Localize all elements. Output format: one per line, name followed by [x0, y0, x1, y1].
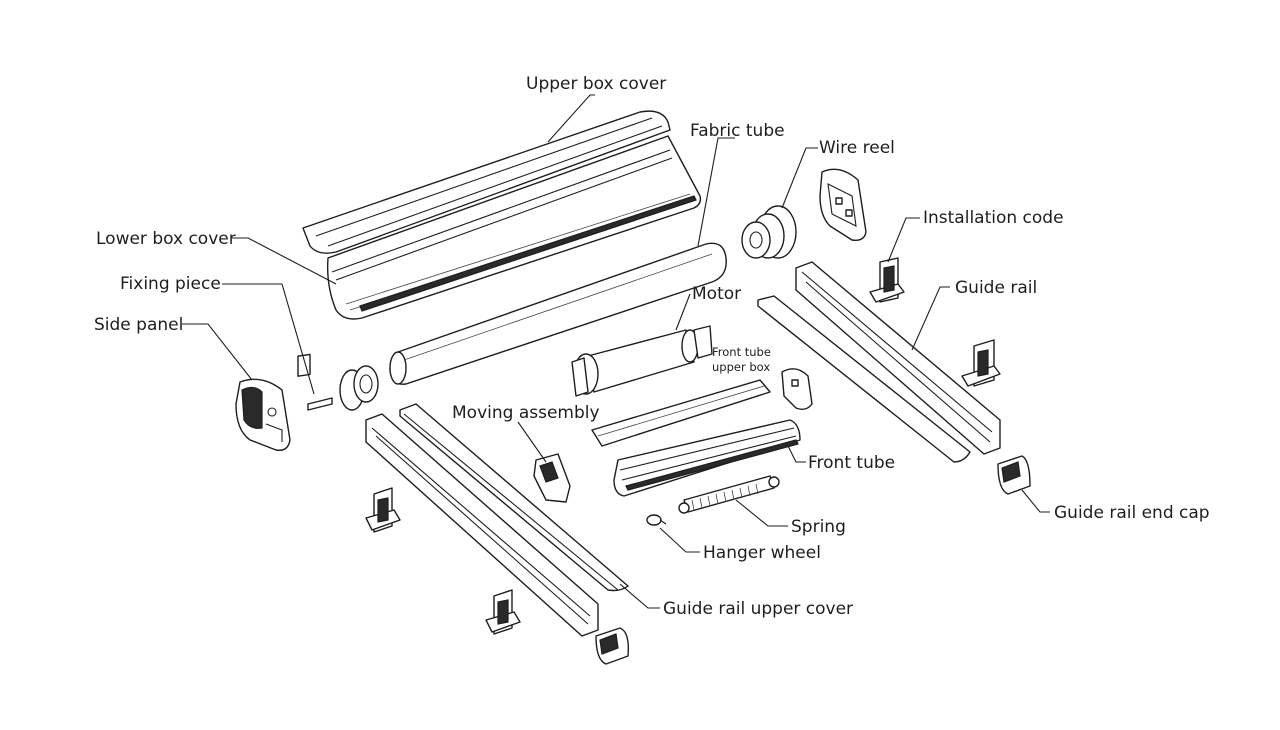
guide-rail-right-part: [757, 261, 1001, 463]
guide-rail-end-cap-left-part: [595, 627, 630, 665]
label-side-panel: Side panel: [94, 315, 183, 335]
leader-wire-reel: [781, 147, 818, 209]
leader-upper-box-cover: [547, 94, 595, 143]
leader-hanger-wheel: [659, 527, 700, 553]
leader-fabric-tube: [697, 137, 735, 247]
label-moving-assembly: Moving assembly: [452, 403, 600, 423]
leader-guide-rail: [911, 286, 950, 351]
guide-rail-left-part: [365, 403, 629, 637]
leader-side-panel: [182, 323, 253, 381]
leader-lower-box-cover: [232, 237, 337, 285]
leader-fixing-piece: [222, 283, 315, 395]
leader-motor: [675, 293, 691, 331]
lower-box-cover-part: [326, 135, 702, 320]
label-front-tube-upper-box-line2: upper box: [712, 360, 770, 374]
label-spring: Spring: [791, 517, 846, 537]
label-guide-rail: Guide rail: [955, 278, 1037, 298]
front-tube-end-bracket-part: [781, 368, 813, 411]
leader-installation-code: [887, 217, 920, 263]
label-wire-reel: Wire reel: [819, 138, 895, 158]
moving-assembly-part: [533, 453, 571, 503]
leader-front-tube: [785, 441, 806, 463]
leader-spring: [735, 499, 788, 527]
leader-moving-assembly: [517, 421, 547, 463]
front-tube-part: [613, 419, 801, 497]
guide-rail-bracket-left-2-part: [485, 589, 521, 635]
leader-guide-rail-end-cap: [1021, 489, 1050, 513]
fixing-piece-part: [297, 353, 333, 411]
fabric-tube-part: [389, 242, 727, 385]
label-fabric-tube: Fabric tube: [690, 121, 785, 141]
label-upper-box-cover: Upper box cover: [526, 74, 666, 94]
guide-rail-end-cap-right-part: [997, 455, 1031, 495]
leader-guide-rail-upper-cover: [619, 583, 660, 609]
side-bracket-part: [819, 168, 867, 242]
label-front-tube: Front tube: [808, 453, 895, 473]
guide-rail-bracket-left-1-part: [365, 487, 401, 533]
guide-rail-bracket-right-part: [961, 339, 1001, 387]
label-motor: Motor: [692, 284, 741, 304]
label-front-tube-upper-box-line1: Front tube: [712, 345, 771, 359]
tube-end-plug-part: [339, 365, 379, 411]
installation-code-bracket-part: [869, 257, 905, 303]
motor-part: [571, 325, 713, 397]
side-panel-part: [235, 378, 291, 451]
label-guide-rail-upper-cover: Guide rail upper cover: [663, 599, 853, 619]
hanger-wheel-part: [646, 514, 667, 526]
label-installation-code: Installation code: [923, 208, 1064, 228]
label-guide-rail-end-cap: Guide rail end cap: [1054, 503, 1210, 523]
label-fixing-piece: Fixing piece: [120, 274, 221, 294]
guide-rail-upper-cover-part: [403, 413, 619, 591]
front-tube-upper-box-part: [591, 379, 771, 447]
wire-reel-part: [741, 205, 797, 259]
label-hanger-wheel: Hanger wheel: [703, 543, 821, 563]
spring-part: [678, 475, 780, 514]
upper-box-cover-part: [302, 110, 671, 254]
label-lower-box-cover: Lower box cover: [96, 229, 236, 249]
